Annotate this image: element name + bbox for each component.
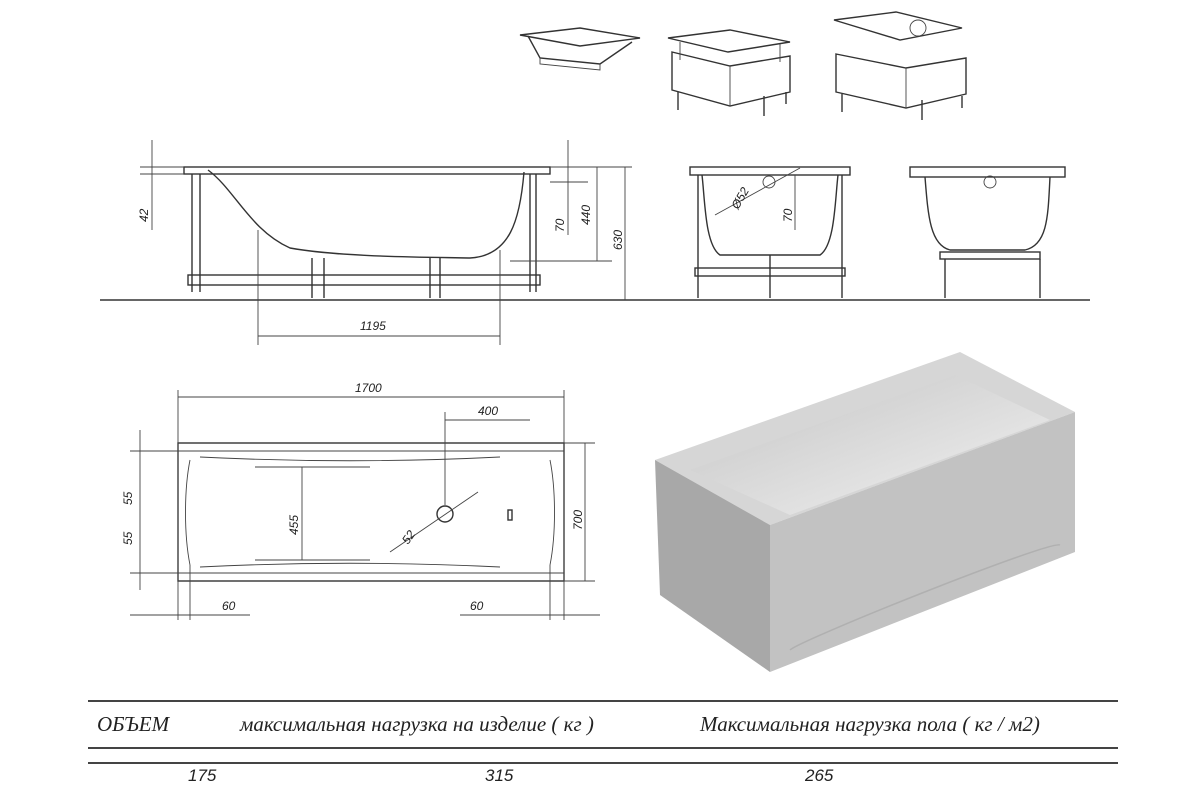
table-mid-rule-2 xyxy=(88,762,1118,764)
value-max-floor-load: 265 xyxy=(805,766,834,785)
dim-bottom-length: 1195 xyxy=(360,319,386,333)
side-view: 1195 42 70 440 630 xyxy=(137,140,632,345)
dim-overflow: 70 xyxy=(553,218,567,232)
header-max-floor-load: Максимальная нагрузка пола ( кг / м2) xyxy=(700,712,1040,736)
table-mid-rule xyxy=(88,747,1118,749)
dim-rim: 42 xyxy=(137,208,151,222)
value-max-load-product: 315 xyxy=(485,766,514,785)
thumbnail-tub-only xyxy=(519,27,641,71)
dim-drain-offset: 400 xyxy=(478,404,498,418)
dim-end-right: 60 xyxy=(470,599,484,613)
dim-edge-top: 55 xyxy=(121,491,135,505)
dim-depth: 440 xyxy=(579,205,593,225)
end-view: Ø52 70 xyxy=(689,166,851,298)
dim-end-left: 60 xyxy=(222,599,236,613)
dim-end-overflow: 70 xyxy=(781,208,795,222)
value-volume: 175 xyxy=(188,766,217,785)
table-top-rule xyxy=(88,700,1118,702)
bathtub-3d-render xyxy=(655,352,1075,672)
dim-edge-bottom: 55 xyxy=(121,531,135,545)
header-max-load-product: максимальная нагрузка на изделие ( кг ) xyxy=(240,712,594,736)
header-volume: ОБЪЕМ xyxy=(97,712,170,736)
thumbnail-tub-with-frame-and-drain xyxy=(833,11,967,120)
dim-length: 1700 xyxy=(355,381,382,395)
dim-inner-width: 455 xyxy=(287,515,301,535)
end-view-2 xyxy=(909,166,1066,298)
thumbnail-tub-with-frame xyxy=(667,29,791,116)
plan-view: 455 52 1700 400 55 55 700 60 60 xyxy=(121,381,600,620)
dim-width: 700 xyxy=(571,510,585,530)
dim-height: 630 xyxy=(611,230,625,250)
dim-drain-diameter: Ø52 xyxy=(728,185,752,213)
